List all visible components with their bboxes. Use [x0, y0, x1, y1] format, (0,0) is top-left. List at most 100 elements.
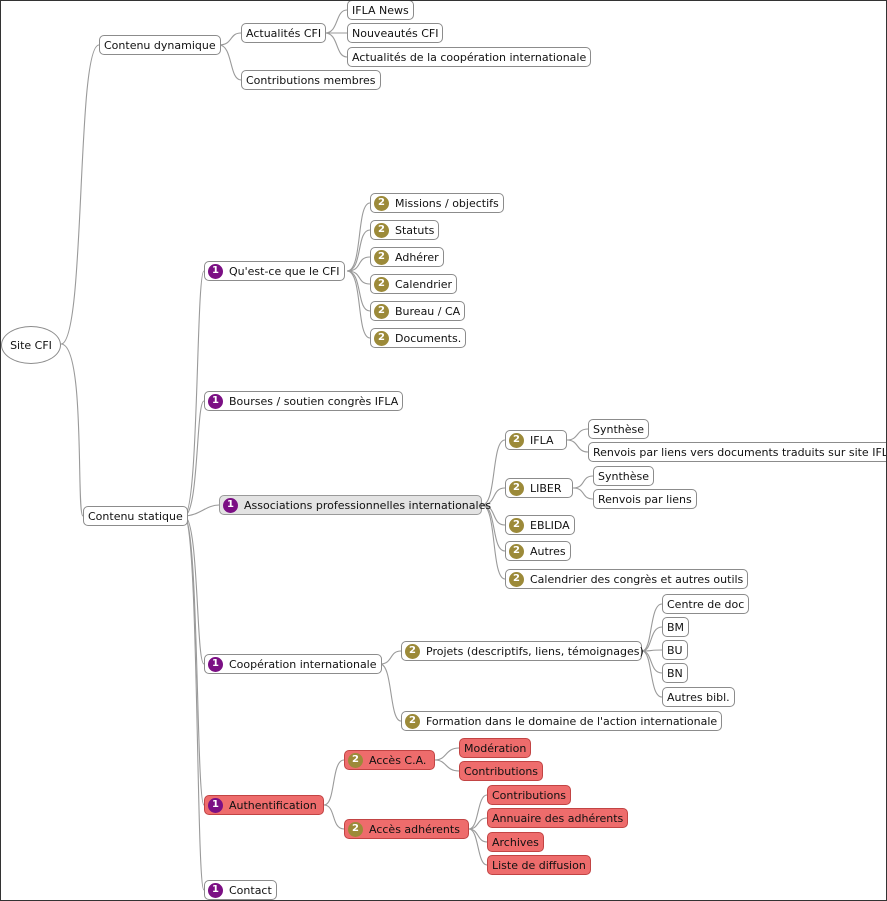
priority-2-badge-icon: 2	[374, 222, 389, 238]
node-label: Actualités de la coopération internation…	[352, 50, 587, 64]
node-bm[interactable]: BM	[662, 617, 690, 637]
node-label: Accès adhérents	[369, 822, 460, 836]
node-liber[interactable]: 2 LIBER	[505, 478, 573, 498]
node-liber-renvois[interactable]: Renvois par liens	[593, 489, 697, 509]
priority-2-badge-icon: 2	[405, 643, 420, 659]
priority-1-badge-icon: 1	[223, 497, 238, 513]
node-label: Annuaire des adhérents	[492, 811, 624, 825]
node-statuts[interactable]: 2 Statuts	[370, 220, 440, 240]
priority-2-badge-icon: 2	[405, 713, 420, 729]
node-associations[interactable]: 1 Associations professionnelles internati…	[219, 495, 491, 515]
node-formation[interactable]: 2 Formation dans le domaine de l'action i…	[401, 711, 723, 731]
node-label: LIBER	[530, 481, 562, 495]
node-label: BU	[667, 643, 683, 657]
node-label: Archives	[492, 835, 539, 849]
node-label: Renvois par liens vers documents traduit…	[593, 445, 887, 459]
priority-2-badge-icon: 2	[374, 276, 389, 292]
priority-1-badge-icon: 1	[208, 656, 223, 672]
node-label: Contributions	[492, 788, 567, 802]
node-label: Contenu statique	[88, 509, 183, 523]
node-label: IFLA News	[352, 3, 409, 17]
node-projets[interactable]: 2 Projets (descriptifs, liens, témoignage…	[401, 641, 644, 661]
node-centre-doc[interactable]: Centre de doc	[662, 594, 750, 614]
root-node-site-cfi[interactable]: Site CFI	[1, 326, 61, 364]
node-bn[interactable]: BN	[662, 663, 688, 683]
node-label: Synthèse	[593, 422, 645, 436]
node-contenu-statique[interactable]: Contenu statique	[83, 506, 188, 526]
node-archives[interactable]: Archives	[487, 832, 544, 852]
node-calendrier-congres[interactable]: 2 Calendrier des congrès et autres outils	[505, 569, 749, 589]
node-acces-ca[interactable]: 2 Accès C.A.	[344, 750, 435, 770]
node-bourses[interactable]: 1 Bourses / soutien congrès IFLA	[204, 391, 404, 411]
node-label: Nouveautés CFI	[352, 26, 439, 40]
node-label: Synthèse	[598, 469, 650, 483]
node-actualites-cooperation[interactable]: Actualités de la coopération internation…	[347, 47, 592, 67]
node-label: Calendrier des congrès et autres outils	[530, 572, 744, 586]
node-nouveautes-cfi[interactable]: Nouveautés CFI	[347, 23, 444, 43]
node-ifla-renvois[interactable]: Renvois par liens vers documents traduit…	[588, 442, 887, 462]
node-ifla-synthese[interactable]: Synthèse	[588, 419, 650, 439]
node-label: Formation dans le domaine de l'action in…	[426, 714, 718, 728]
priority-2-badge-icon: 2	[374, 249, 389, 265]
node-label: BM	[667, 620, 685, 634]
node-label: Modération	[464, 741, 527, 755]
node-ca-contributions[interactable]: Contributions	[459, 761, 544, 781]
node-moderation[interactable]: Modération	[459, 738, 532, 758]
node-label: Actualités CFI	[246, 26, 322, 40]
priority-2-badge-icon: 2	[374, 330, 389, 346]
node-label: Contributions	[464, 764, 539, 778]
node-liber-synthese[interactable]: Synthèse	[593, 466, 655, 486]
node-label: Statuts	[395, 223, 435, 237]
node-label: Contributions membres	[246, 73, 376, 87]
node-label: Autres bibl.	[667, 690, 730, 704]
node-liste-diffusion[interactable]: Liste de diffusion	[487, 855, 591, 875]
node-bu[interactable]: BU	[662, 640, 688, 660]
node-calendrier[interactable]: 2 Calendrier	[370, 274, 458, 294]
node-documents[interactable]: 2 Documents.	[370, 328, 467, 348]
node-contributions-membres[interactable]: Contributions membres	[241, 70, 381, 90]
node-label: Bourses / soutien congrès IFLA	[229, 394, 399, 408]
priority-1-badge-icon: 1	[208, 797, 223, 813]
node-annuaire[interactable]: Annuaire des adhérents	[487, 808, 629, 828]
priority-2-badge-icon: 2	[374, 303, 389, 319]
node-adh-contributions[interactable]: Contributions	[487, 785, 572, 805]
node-autres-bibl[interactable]: Autres bibl.	[662, 687, 735, 707]
node-label: Calendrier	[395, 277, 453, 291]
node-actualites-cfi[interactable]: Actualités CFI	[241, 23, 327, 43]
priority-1-badge-icon: 1	[208, 393, 223, 409]
node-contenu-dynamique[interactable]: Contenu dynamique	[99, 35, 221, 55]
node-label: Contenu dynamique	[104, 38, 216, 52]
priority-2-badge-icon: 2	[348, 821, 363, 837]
priority-2-badge-icon: 2	[348, 752, 363, 768]
node-label: Renvois par liens	[598, 492, 692, 506]
node-label: Autres	[530, 544, 566, 558]
priority-2-badge-icon: 2	[374, 195, 389, 211]
priority-2-badge-icon: 2	[509, 432, 524, 448]
node-label: Qu'est-ce que le CFI	[229, 264, 340, 278]
node-ifla-news[interactable]: IFLA News	[347, 1, 414, 20]
node-label: Accès C.A.	[369, 753, 427, 767]
node-label: Projets (descriptifs, liens, témoignages…	[426, 644, 644, 658]
priority-2-badge-icon: 2	[509, 571, 524, 587]
node-label: Associations professionnelles internatio…	[244, 498, 492, 512]
node-label: Site CFI	[10, 338, 52, 352]
priority-1-badge-icon: 1	[208, 263, 223, 279]
node-cooperation[interactable]: 1 Coopération internationale	[204, 654, 382, 674]
node-acces-adherents[interactable]: 2 Accès adhérents	[344, 819, 469, 839]
node-label: Coopération internationale	[229, 657, 377, 671]
node-label: Centre de doc	[667, 597, 745, 611]
node-label: Documents.	[395, 331, 462, 345]
priority-2-badge-icon: 2	[509, 480, 524, 496]
node-questce-cfi[interactable]: 1 Qu'est-ce que le CFI	[204, 261, 345, 281]
node-label: EBLIDA	[530, 518, 570, 532]
